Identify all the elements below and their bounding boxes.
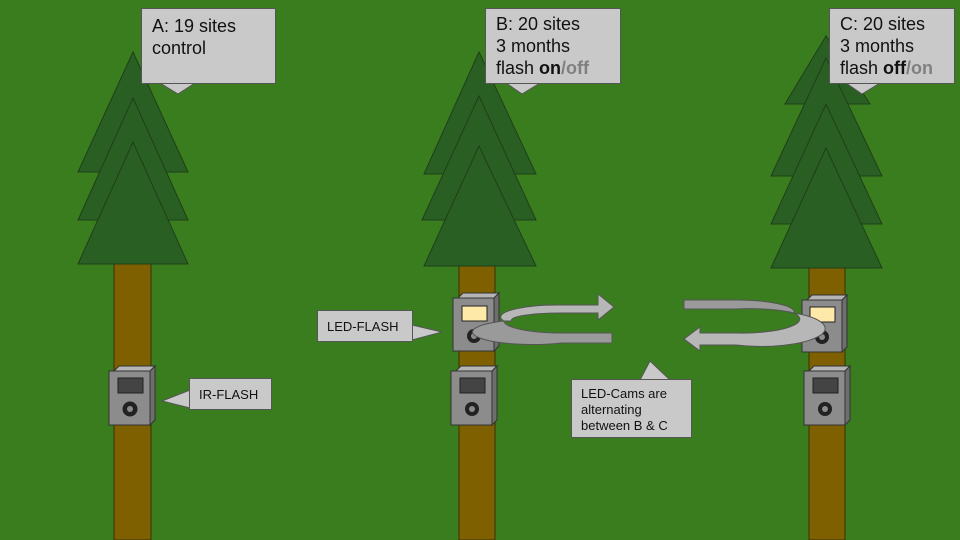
callout-a-line1: A: 19 sites [152,16,237,36]
callout-b-flash-first: on [539,58,562,78]
callout-b-flash-second: off [566,58,590,78]
callout-c-line1: C: 20 sites [840,14,926,34]
callout-c-line2: 3 months [840,36,915,56]
callout-b-flash-sep: / [561,58,567,78]
callout-b-line1: B: 20 sites [496,14,581,34]
callout-site-b: B: 20 sites 3 months flash on/off [485,8,621,84]
ir-flash-label: IR-FLASH [189,378,272,410]
led-cams-line2: alternating [581,402,642,417]
callout-b-line3: flash on/off [496,57,610,79]
pine-tree-icon [770,146,883,269]
trail-camera-icon [452,291,501,353]
callout-c-line3: flash off/on [840,57,944,79]
pine-tree-icon [77,140,189,265]
led-flash-pointer [411,324,443,341]
callout-c-flash-prefix: flash [840,58,884,78]
callout-site-a: A: 19 sites control [141,8,276,84]
trail-camera-icon [803,364,852,427]
callout-b-line2: 3 months [496,36,571,56]
ir-flash-text: IR-FLASH [199,387,259,402]
tree-a [77,50,189,540]
callout-b-flash-prefix: flash [496,58,540,78]
led-cams-note: LED-Cams are alternating between B & C [571,379,692,438]
led-flash-label: LED-FLASH [317,310,413,342]
pine-tree-icon [423,144,537,267]
led-cams-line1: LED-Cams are [581,386,667,401]
led-cams-pointer [639,360,672,381]
led-cams-line3: between B & C [581,418,668,433]
callout-b-pointer [504,82,542,95]
callout-a-pointer [158,82,197,95]
callout-a-line2: control [152,38,207,58]
circular-arrow-icon [471,292,615,346]
callout-c-flash-first: off [883,58,907,78]
trail-camera-icon [108,364,157,427]
tree-c [770,35,883,540]
trail-camera-icon [450,364,499,427]
ir-flash-pointer [160,389,191,409]
circular-arrow-icon [683,299,826,352]
callout-c-flash-second: on [911,58,934,78]
led-flash-text: LED-FLASH [327,319,399,334]
callout-c-flash-sep: / [906,58,912,78]
callout-site-c: C: 20 sites 3 months flash off/on [829,8,955,84]
